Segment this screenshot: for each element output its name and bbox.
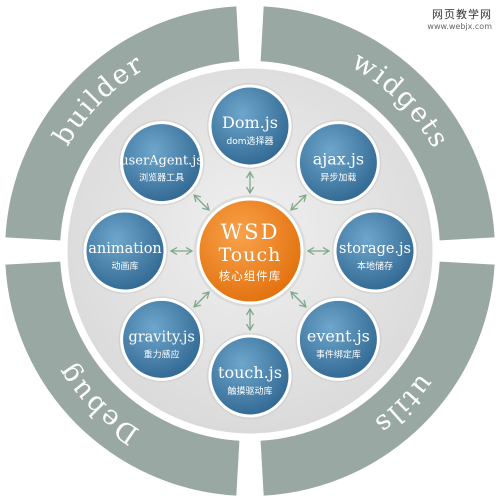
core-subtitle: 核心组件库 <box>219 269 282 283</box>
ring-segment-builder <box>5 6 240 241</box>
watermark: 网页教学网 www.webjx.com <box>427 6 492 31</box>
watermark-site-name: 网页教学网 <box>432 8 492 21</box>
module-circle <box>333 209 417 293</box>
module-dom: Dom.js dom选择器 <box>207 83 293 169</box>
module-name: userAgent.js <box>120 154 203 169</box>
arrow-ajax <box>290 194 307 211</box>
arrow-event <box>290 291 307 308</box>
module-ajax: ajax.js 异步加载 <box>295 119 382 206</box>
module-name: Dom.js <box>222 113 278 132</box>
module-circle <box>120 297 204 381</box>
core-title-line1: WSD <box>221 220 280 244</box>
arrow-touch <box>245 307 255 332</box>
module-name: gravity.js <box>128 329 194 345</box>
ring-segment-widgets <box>260 6 495 241</box>
modules: Dom.js dom选择器 ajax.js 异步加载 storage.js 本地储存 eve… <box>82 83 418 419</box>
arrow-dom <box>245 170 255 195</box>
module-circle <box>296 297 380 381</box>
ring-segment-debug <box>5 261 240 496</box>
module-name: animation <box>88 241 162 257</box>
module-desc: 异步加载 <box>320 172 356 184</box>
arrow-useragent <box>193 194 210 211</box>
watermark-site-url: www.webjx.com <box>427 22 492 31</box>
module-name: touch.js <box>218 363 282 382</box>
module-desc: 动画库 <box>111 260 138 272</box>
module-desc: 事件绑定库 <box>316 348 361 360</box>
module-useragent: userAgent.js 浏览器工具 <box>118 119 205 206</box>
module-gravity: gravity.js 重力感应 <box>118 296 205 383</box>
arrow-animation <box>169 246 194 256</box>
module-desc: dom选择器 <box>227 135 274 147</box>
module-touch: touch.js 触摸驱动库 <box>207 333 293 419</box>
module-animation: animation 动画库 <box>82 208 168 294</box>
module-name: ajax.js <box>313 150 364 169</box>
module-circle <box>83 209 167 293</box>
module-name: storage.js <box>339 241 411 257</box>
arrows <box>169 170 331 332</box>
arrow-storage <box>306 246 331 256</box>
module-name: event.js <box>307 326 370 345</box>
module-circle <box>208 84 292 168</box>
module-desc: 重力感应 <box>144 348 180 360</box>
module-storage: storage.js 本地储存 <box>332 208 418 294</box>
core-title-line2: Touch <box>219 244 282 266</box>
module-circle <box>296 121 380 205</box>
module-desc: 浏览器工具 <box>139 172 184 184</box>
ring-segment-utils <box>260 261 495 496</box>
module-desc: 本地储存 <box>357 260 393 272</box>
module-circle <box>208 334 292 418</box>
module-desc: 触摸驱动库 <box>227 385 272 397</box>
core-circle <box>196 197 304 305</box>
module-event: event.js 事件绑定库 <box>295 296 382 383</box>
module-circle <box>120 121 204 205</box>
arrow-gravity <box>193 291 210 308</box>
